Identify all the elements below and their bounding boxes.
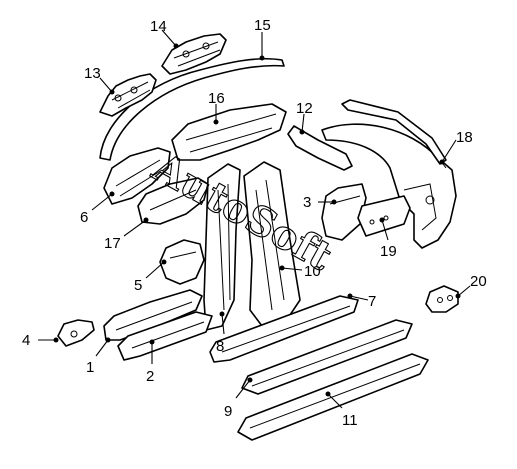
- callout-label-12: 12: [296, 100, 313, 117]
- part-4-clip: [57, 319, 95, 347]
- part-10-center-pillar: [243, 161, 301, 327]
- callout-4: 4: [22, 332, 59, 349]
- part-9-lower-sill: [241, 319, 413, 395]
- callout-6: 6: [80, 191, 115, 226]
- part-2-lower-rail: [117, 311, 213, 361]
- callout-label-2: 2: [146, 368, 154, 385]
- callout-3: 3: [303, 194, 337, 211]
- callout-label-11: 11: [342, 412, 358, 429]
- part-1-front-rail: [103, 289, 203, 341]
- part-11-outer-sill: [237, 353, 429, 441]
- part-6-panel: [103, 147, 171, 205]
- callout-10: 10: [279, 263, 321, 280]
- callout-2: 2: [146, 339, 155, 385]
- part-13-bracket: [99, 73, 157, 117]
- callout-label-20: 20: [470, 273, 487, 290]
- part-14-bracket: [161, 33, 227, 75]
- callout-label-1: 1: [86, 359, 94, 376]
- callout-label-16: 16: [208, 90, 225, 107]
- callout-label-15: 15: [254, 17, 271, 34]
- callout-label-6: 6: [80, 209, 88, 226]
- callout-label-9: 9: [224, 403, 232, 420]
- callout-13: 13: [84, 65, 115, 95]
- callout-label-19: 19: [380, 243, 397, 260]
- callout-label-10: 10: [304, 263, 321, 280]
- part-8-b-pillar: [203, 163, 241, 331]
- part-17-panel: [137, 177, 209, 225]
- callout-17: 17: [104, 217, 149, 252]
- callout-label-7: 7: [368, 293, 376, 310]
- part-20-bracket: [425, 285, 459, 313]
- callout-11: 11: [325, 391, 358, 429]
- callout-19: 19: [379, 217, 397, 260]
- callout-label-3: 3: [303, 194, 311, 211]
- callout-5: 5: [134, 259, 167, 294]
- part-7-sill-piece: [209, 295, 359, 363]
- callout-18: 18: [439, 129, 473, 165]
- callout-label-13: 13: [84, 65, 101, 82]
- part-16-cross-member: [171, 103, 287, 161]
- callout-label-18: 18: [456, 129, 473, 146]
- callouts: 13 14 15 16 12 18 6 3: [22, 17, 487, 429]
- callout-label-5: 5: [134, 277, 142, 294]
- callout-20: 20: [455, 273, 487, 299]
- callout-12: 12: [296, 100, 313, 135]
- callout-label-14: 14: [150, 18, 167, 35]
- callout-label-8: 8: [216, 338, 224, 355]
- part-19-plate: [357, 195, 411, 237]
- part-5-bracket: [159, 239, 205, 285]
- callout-label-17: 17: [104, 235, 121, 252]
- callout-7: 7: [347, 293, 376, 310]
- callout-label-4: 4: [22, 332, 30, 349]
- callout-16: 16: [208, 90, 225, 125]
- callout-1: 1: [86, 337, 111, 376]
- callout-9: 9: [224, 377, 253, 420]
- callout-8: 8: [216, 311, 225, 355]
- part-18-quarter-panel: [321, 99, 457, 249]
- callout-15: 15: [254, 17, 271, 61]
- callout-14: 14: [150, 18, 179, 49]
